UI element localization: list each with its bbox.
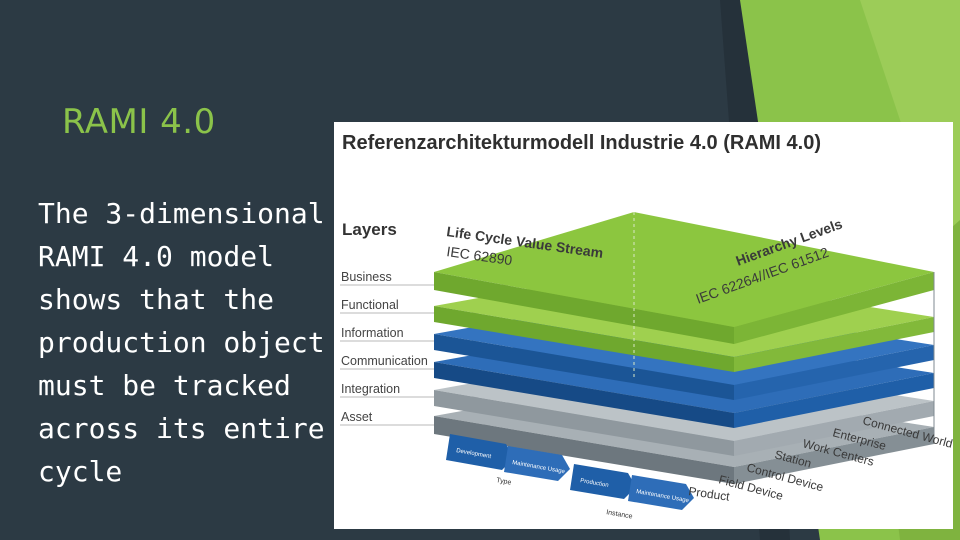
layer-stack (434, 212, 935, 484)
hierarchy-level-product: Product (688, 484, 732, 504)
layer-asset-front (434, 416, 734, 484)
layers-heading: Layers (342, 220, 397, 239)
phase-arrow (628, 475, 694, 510)
rami-cube-diagram: Life Cycle Value Stream IEC 62890 Hierar… (340, 212, 953, 521)
body-line: RAMI 4.0 model (38, 240, 275, 273)
life-cycle-phases: Development Maintenance Usage Production… (446, 434, 694, 521)
slide-title: RAMI 4.0 (62, 102, 216, 142)
layer-label-information: Information (341, 326, 404, 340)
phase-group-instance: Instance (606, 509, 633, 521)
layer-business-side (734, 272, 934, 344)
slide-body-text: The 3-dimensional RAMI 4.0 model shows t… (38, 192, 338, 493)
layer-label-integration: Integration (341, 382, 401, 396)
body-line: production object (38, 326, 325, 359)
layer-label-asset: Asset (341, 410, 373, 424)
layer-functional-side (734, 317, 934, 372)
layer-label-communication: Communication (341, 354, 428, 368)
layer-asset-side (734, 427, 934, 484)
layer-communication-side (734, 373, 934, 428)
phase-label-production: Production (580, 478, 609, 489)
layer-integration-front (434, 390, 734, 456)
body-line: The 3-dimensional (38, 197, 325, 230)
layer-label-functional: Functional (341, 298, 399, 312)
rami-diagram-image: Referenzarchitekturmodell Industrie 4.0 … (334, 122, 953, 529)
phase-arrow (570, 464, 636, 499)
layer-integration-side (734, 401, 934, 456)
layer-communication-front (434, 362, 734, 428)
body-line: shows that the (38, 283, 275, 316)
figure-title: Referenzarchitekturmodell Industrie 4.0 … (342, 132, 822, 154)
phase-arrow (504, 446, 570, 481)
body-line: cycle (38, 455, 123, 488)
layer-business-front (434, 272, 734, 344)
layer-information-side (734, 345, 934, 400)
layer-label-business: Business (341, 270, 392, 284)
body-line: across its entire lif (38, 412, 338, 445)
phase-arrow (446, 434, 514, 470)
layer-functional-front (434, 306, 734, 372)
layer-business-top (434, 212, 934, 327)
phase-group-type: Type (496, 477, 512, 487)
body-line: must be tracked (38, 369, 291, 402)
layer-information-front (434, 334, 734, 400)
